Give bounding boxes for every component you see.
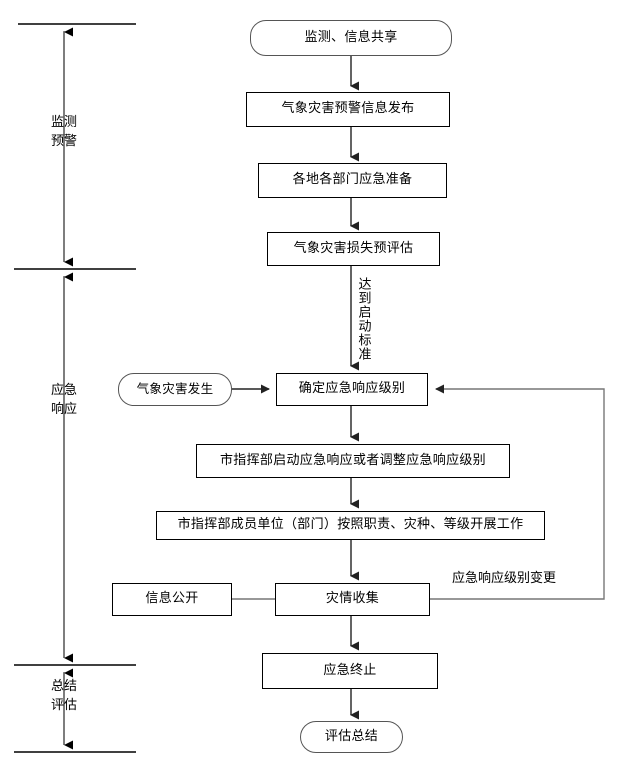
node-loss-preassess[interactable]: 气象灾害损失预评估	[267, 232, 440, 266]
phase-label-monitoring: 监测 预警	[50, 115, 77, 149]
node-assess-summary[interactable]: 评估总结	[300, 721, 403, 753]
node-hq-activate[interactable]: 市指挥部启动应急响应或者调整应急响应级别	[196, 444, 510, 478]
node-member-units-work[interactable]: 市指挥部成员单位（部门）按照职责、灾种、等级开展工作	[156, 511, 545, 540]
node-local-prep[interactable]: 各地各部门应急准备	[258, 163, 447, 198]
node-info-disclosure[interactable]: 信息公开	[112, 583, 232, 616]
level-change-feedback-connector	[430, 384, 605, 600]
node-disaster-collect[interactable]: 灾情收集	[275, 583, 430, 616]
edge-label-level-change: 应急响应级别变更	[452, 571, 557, 586]
node-warning-release[interactable]: 气象灾害预警信息发布	[246, 92, 450, 127]
node-determine-level[interactable]: 确定应急响应级别	[276, 373, 428, 406]
node-disaster-occurs[interactable]: 气象灾害发生	[118, 373, 232, 406]
phase-label-summary: 总结 评估	[50, 679, 77, 713]
edge-label-activation-standard: 达到启动标准	[355, 277, 371, 361]
node-emergency-end[interactable]: 应急终止	[262, 653, 438, 689]
node-monitor-share[interactable]: 监测、信息共享	[250, 20, 452, 56]
phase-label-response: 应急 响应	[50, 383, 77, 417]
